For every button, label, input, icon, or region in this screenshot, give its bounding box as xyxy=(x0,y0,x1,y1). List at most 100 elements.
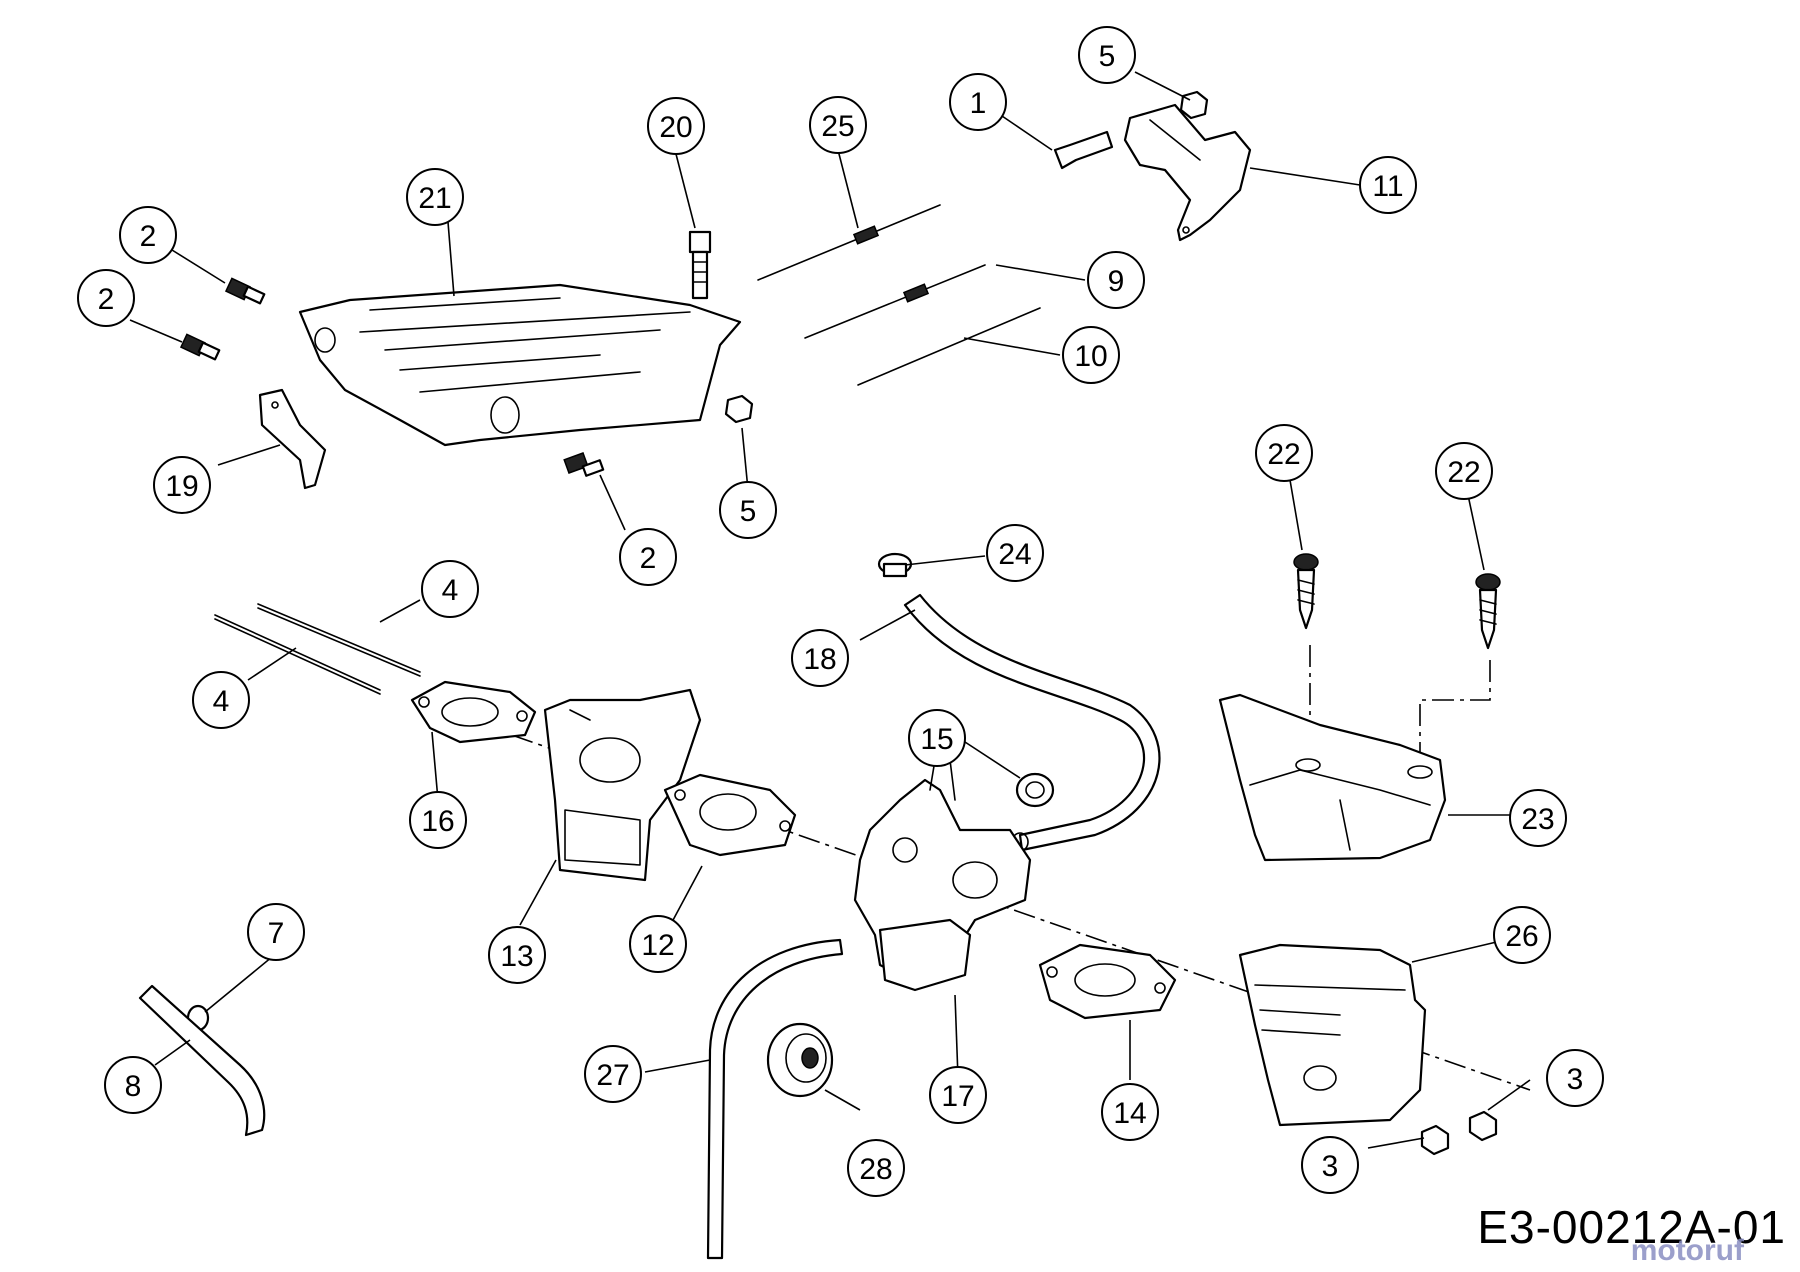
callout-27: 27 xyxy=(584,1045,642,1103)
callout-5: 5 xyxy=(719,481,777,539)
callout-label: 2 xyxy=(640,542,657,575)
callout-label: 2 xyxy=(140,220,157,253)
callout-4: 4 xyxy=(192,671,250,729)
callout-10: 10 xyxy=(1062,326,1120,384)
callout-8: 8 xyxy=(104,1056,162,1114)
callout-19: 19 xyxy=(153,456,211,514)
callout-24: 24 xyxy=(986,524,1044,582)
callout-label: 4 xyxy=(442,574,459,607)
part-16-gasket xyxy=(410,680,537,744)
callout-7: 7 xyxy=(247,903,305,961)
callout-13: 13 xyxy=(488,926,546,984)
part-13-insulator xyxy=(543,688,702,882)
callout-label: 7 xyxy=(268,917,285,950)
screw-a xyxy=(1293,553,1319,630)
callout-label: 19 xyxy=(165,470,198,503)
callout-label: 15 xyxy=(920,723,953,756)
callout-26: 26 xyxy=(1493,906,1551,964)
callout-label: 24 xyxy=(998,538,1031,571)
callout-label: 21 xyxy=(418,182,451,215)
part-9-spring-rod xyxy=(804,264,986,339)
callout-label: 26 xyxy=(1505,920,1538,953)
callout-label: 18 xyxy=(803,643,836,676)
callout-label: 20 xyxy=(659,111,692,144)
callout-label: 8 xyxy=(125,1070,142,1103)
callout-22: 22 xyxy=(1255,424,1313,482)
part-3-nuts xyxy=(1420,1110,1498,1156)
diagram-reference-code: E3-00212A-01 xyxy=(1477,1201,1786,1253)
callout-23: 23 xyxy=(1509,789,1567,847)
callout-4: 4 xyxy=(421,560,479,618)
callout-label: 12 xyxy=(641,929,674,962)
part-8-tube xyxy=(138,984,266,1137)
part-1-bolt xyxy=(1053,130,1114,170)
callout-label: 3 xyxy=(1322,1150,1339,1183)
part-22-screws xyxy=(1293,553,1501,650)
bolt-a xyxy=(224,277,266,305)
callout-label: 2 xyxy=(98,283,115,316)
part-2-bolts xyxy=(179,277,605,477)
callout-2: 2 xyxy=(119,206,177,264)
callout-17: 17 xyxy=(929,1066,987,1124)
part-20-bolt xyxy=(688,230,712,300)
part-27-hose xyxy=(706,938,844,1260)
part-12-gasket xyxy=(663,773,797,857)
callout-label: 5 xyxy=(740,495,757,528)
part-10-rod xyxy=(857,307,1041,386)
watermark-logo: motoruf xyxy=(1630,1234,1744,1267)
callout-label: 9 xyxy=(1108,265,1125,298)
callout-label: 13 xyxy=(500,940,533,973)
callout-18: 18 xyxy=(791,629,849,687)
callout-label: 1 xyxy=(970,87,987,120)
callout-9: 9 xyxy=(1087,251,1145,309)
callout-label: 4 xyxy=(213,685,230,718)
callout-25: 25 xyxy=(809,96,867,154)
callout-label: 17 xyxy=(941,1080,974,1113)
callout-3: 3 xyxy=(1301,1136,1359,1194)
callout-label: 23 xyxy=(1521,803,1554,836)
callout-22: 22 xyxy=(1435,442,1493,500)
callout-label: 25 xyxy=(821,110,854,143)
part-23-filter-cover xyxy=(1218,693,1447,862)
part-4-studs xyxy=(214,603,421,695)
part-28-cap xyxy=(766,1022,834,1098)
callout-2: 2 xyxy=(77,269,135,327)
callout-5: 5 xyxy=(1078,26,1136,84)
callout-12: 12 xyxy=(629,915,687,973)
part-21-shroud xyxy=(298,283,742,447)
callout-11: 11 xyxy=(1359,156,1417,214)
callout-label: 14 xyxy=(1113,1097,1146,1130)
callout-16: 16 xyxy=(409,791,467,849)
part-26-filter-housing xyxy=(1238,943,1427,1127)
callout-label: 27 xyxy=(596,1059,629,1092)
part-14-gasket xyxy=(1038,943,1177,1020)
part-25-spring-rod xyxy=(757,204,941,281)
part-24-plug xyxy=(877,552,913,578)
callout-14: 14 xyxy=(1101,1083,1159,1141)
callouts: 1 2 2 2 3 3 4 4 5 5 7 8 9 10 11 12 13 14… xyxy=(77,26,1604,1197)
callout-20: 20 xyxy=(647,97,705,155)
callout-label: 11 xyxy=(1372,170,1403,203)
callout-21: 21 xyxy=(406,168,464,226)
callout-label: 3 xyxy=(1567,1063,1584,1096)
callout-28: 28 xyxy=(847,1139,905,1197)
callout-3: 3 xyxy=(1546,1049,1604,1107)
callout-label: 28 xyxy=(859,1153,892,1186)
leader-lines xyxy=(129,71,1531,1149)
part-19-bracket xyxy=(258,388,327,490)
callout-label: 22 xyxy=(1447,456,1480,489)
bolt-b xyxy=(179,333,221,361)
callout-label: 22 xyxy=(1267,438,1300,471)
callout-2: 2 xyxy=(619,528,677,586)
callout-1: 1 xyxy=(949,73,1007,131)
callout-label: 10 xyxy=(1074,340,1107,373)
part-15-clamp xyxy=(1015,772,1055,808)
screw-b xyxy=(1475,573,1501,650)
bolt-c xyxy=(563,452,605,477)
part-11-lever xyxy=(1123,103,1252,242)
callout-label: 5 xyxy=(1099,40,1116,73)
callout-15: 15 xyxy=(908,709,966,767)
callout-label: 16 xyxy=(421,805,454,838)
part-17-carburetor xyxy=(853,759,1032,992)
